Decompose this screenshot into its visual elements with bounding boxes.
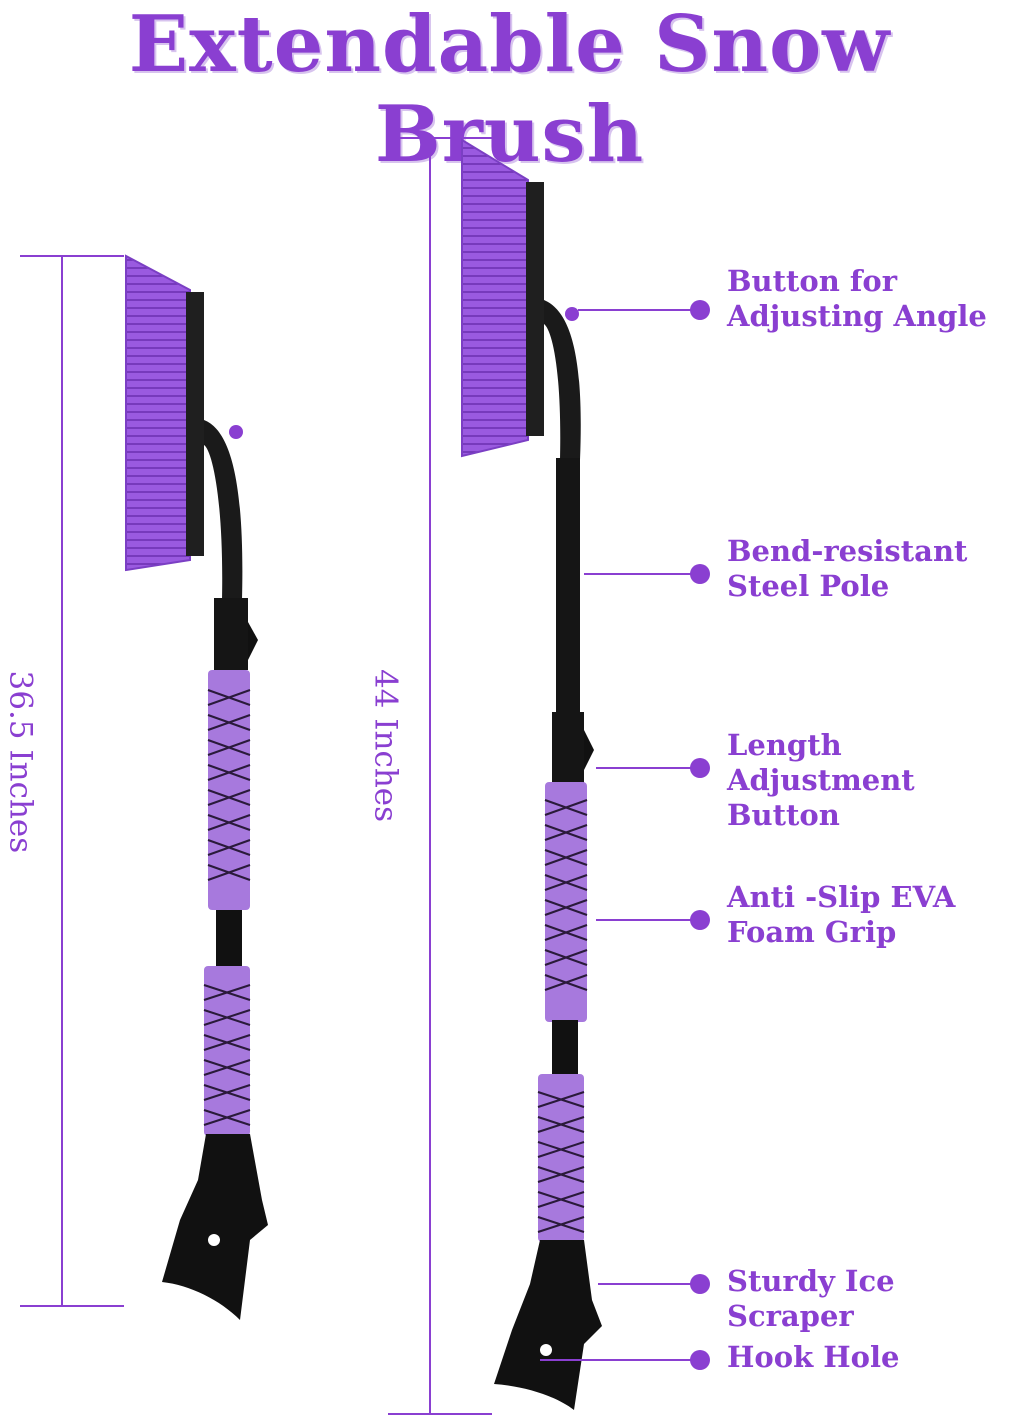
- feature-angle-button: Button for Adjusting Angle: [727, 264, 987, 334]
- feature-length-button: Length Adjustment Button: [727, 728, 1019, 833]
- short-snow-brush: [125, 254, 268, 1320]
- feature-label: Length Adjustment: [727, 728, 915, 797]
- feature-label: Button for: [727, 264, 898, 298]
- feature-ice-scraper: Sturdy Ice Scraper: [727, 1264, 1019, 1334]
- feature-label: Button: [727, 798, 840, 832]
- feature-label: Foam Grip: [727, 915, 897, 949]
- long-dimension-line: [388, 137, 492, 1415]
- feature-hook-hole: Hook Hole: [727, 1340, 900, 1375]
- long-length-label: 44 Inches: [367, 668, 404, 823]
- short-dimension-line: [20, 255, 124, 1307]
- feature-foam-grip: Anti -Slip EVA Foam Grip: [727, 880, 955, 950]
- feature-label: Bend-resistant: [727, 534, 968, 568]
- feature-label: Anti -Slip EVA: [727, 880, 956, 914]
- feature-label: Adjusting Angle: [727, 299, 987, 333]
- page-title: Extendable Snow Brush: [128, 0, 891, 180]
- feature-label: Sturdy Ice Scraper: [727, 1264, 895, 1333]
- feature-label: Hook Hole: [727, 1340, 900, 1374]
- callout-leaders: [540, 300, 710, 1370]
- long-snow-brush: [461, 138, 602, 1410]
- feature-label: Steel Pole: [727, 569, 890, 603]
- short-length-label: 36.5 Inches: [2, 670, 39, 854]
- feature-steel-pole: Bend-resistant Steel Pole: [727, 534, 967, 604]
